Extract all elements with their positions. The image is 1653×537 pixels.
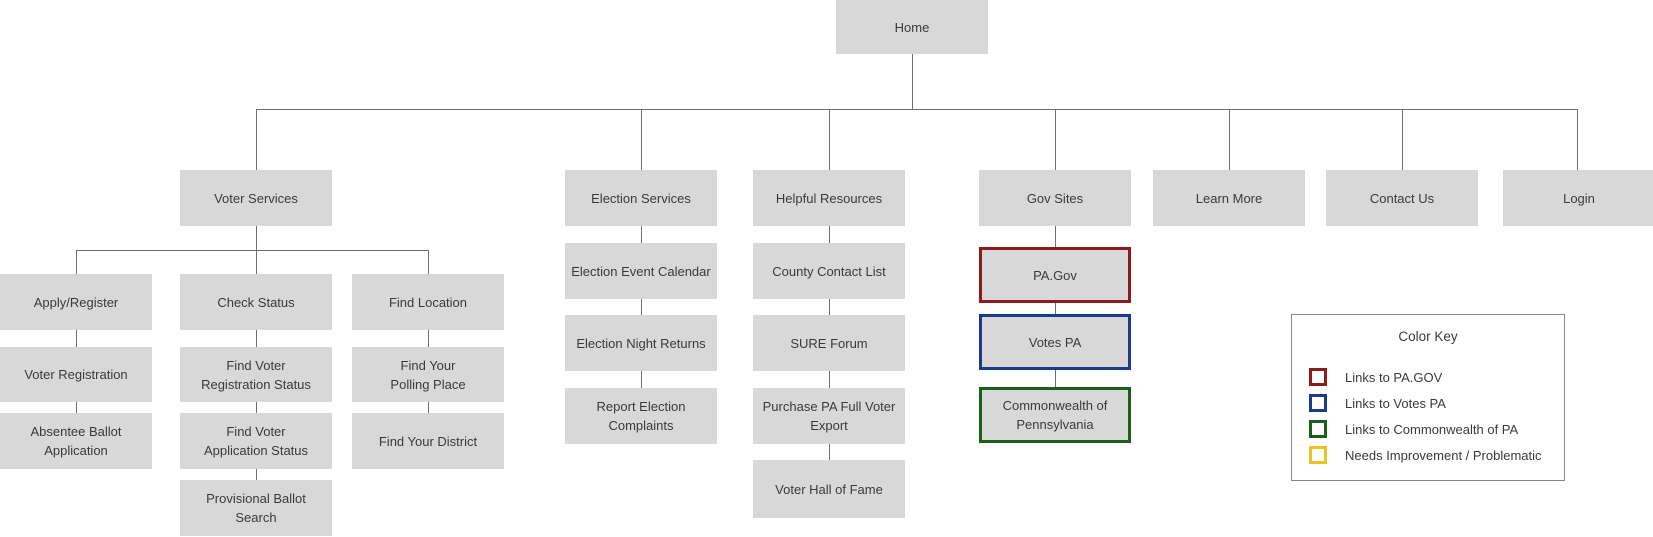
node-find-your-polling-place: Find Your Polling Place	[352, 347, 504, 402]
legend-items: Links to PA.GOV Links to Votes PA Links …	[1292, 368, 1564, 464]
node-absentee-ballot-application: Absentee Ballot Application	[0, 413, 152, 469]
node-find-voter-registration-status: Find Voter Registration Status	[180, 347, 332, 402]
legend-item-pa-gov: Links to PA.GOV	[1309, 368, 1564, 386]
node-label: PA.Gov	[1033, 267, 1077, 283]
node-label: Find Location	[388, 294, 468, 310]
legend-item-commonwealth: Links to Commonwealth of PA	[1309, 420, 1564, 438]
node-purchase-pa-full-voter-export: Purchase PA Full Voter Export	[753, 388, 905, 444]
node-find-voter-application-status: Find Voter Application Status	[180, 413, 332, 469]
legend-item-votes-pa: Links to Votes PA	[1309, 394, 1564, 412]
node-login: Login	[1503, 170, 1653, 226]
node-label: County Contact List	[772, 263, 886, 279]
node-apply-register: Apply/Register	[0, 274, 152, 330]
green-swatch-icon	[1309, 420, 1327, 438]
node-find-your-district: Find Your District	[352, 413, 504, 469]
node-contact-us: Contact Us	[1326, 170, 1478, 226]
node-label: Voter Registration	[24, 367, 128, 382]
node-label: Apply/Register	[33, 294, 119, 310]
node-report-election-complaints: Report Election Complaints	[565, 388, 717, 444]
node-learn-more: Learn More	[1153, 170, 1305, 226]
node-pa-gov: PA.Gov	[979, 247, 1131, 303]
node-find-location: Find Location	[352, 274, 504, 330]
node-label: Report Election Complaints	[596, 399, 686, 433]
node-gov-sites: Gov Sites	[979, 170, 1131, 226]
node-check-status: Check Status	[180, 274, 332, 330]
node-election-event-calendar: Election Event Calendar	[565, 243, 717, 299]
node-label: Votes PA	[1028, 334, 1082, 350]
legend-item-label: Links to Commonwealth of PA	[1345, 421, 1519, 437]
node-sure-forum: SURE Forum	[753, 315, 905, 371]
node-label: Election Night Returns	[576, 335, 706, 351]
node-label: Home	[894, 19, 930, 35]
node-helpful-resources: Helpful Resources	[753, 170, 905, 226]
node-label: Voter Hall of Fame	[775, 481, 883, 497]
legend-item-problematic: Needs Improvement / Problematic	[1309, 446, 1564, 464]
node-label: Absentee Ballot Application	[30, 424, 122, 458]
node-label: Provisional Ballot Search	[206, 491, 306, 525]
node-label: Contact Us	[1369, 190, 1435, 206]
node-label: Find Your Polling Place	[390, 357, 466, 392]
node-county-contact-list: County Contact List	[753, 243, 905, 299]
node-home: Home	[836, 0, 988, 54]
node-voter-registration: Voter Registration	[0, 347, 152, 402]
blue-swatch-icon	[1309, 394, 1327, 412]
node-voter-services: Voter Services	[180, 170, 332, 226]
node-label: Login	[1563, 190, 1595, 206]
node-label: Voter Services	[214, 190, 298, 206]
node-label: Commonwealth of Pennsylvania	[1002, 398, 1108, 432]
legend-item-label: Needs Improvement / Problematic	[1345, 447, 1542, 463]
node-election-services: Election Services	[565, 170, 717, 226]
legend-title: Color Key	[1398, 329, 1458, 344]
node-election-night-returns: Election Night Returns	[565, 315, 717, 371]
node-provisional-ballot-search: Provisional Ballot Search	[180, 480, 332, 536]
node-label: Election Event Calendar	[571, 263, 711, 279]
node-label: Find Voter Registration Status	[201, 357, 311, 392]
node-commonwealth-of-pennsylvania: Commonwealth of Pennsylvania	[979, 387, 1131, 443]
node-label: Election Services	[591, 190, 691, 206]
red-swatch-icon	[1309, 368, 1327, 386]
color-key-legend: Color Key Links to PA.GOV Links to Votes…	[1291, 314, 1565, 481]
node-label: Gov Sites	[1026, 190, 1084, 206]
node-votes-pa: Votes PA	[979, 314, 1131, 370]
legend-item-label: Links to PA.GOV	[1345, 369, 1443, 385]
node-voter-hall-of-fame: Voter Hall of Fame	[753, 460, 905, 518]
node-label: Learn More	[1195, 190, 1263, 206]
legend-item-label: Links to Votes PA	[1345, 395, 1446, 411]
node-label: Find Voter Application Status	[203, 424, 309, 458]
node-label: Check Status	[217, 294, 295, 310]
node-label: Purchase PA Full Voter Export	[762, 399, 896, 433]
yellow-swatch-icon	[1309, 446, 1327, 464]
node-label: Find Your District	[378, 433, 478, 449]
node-label: Helpful Resources	[775, 190, 883, 206]
node-label: SURE Forum	[790, 335, 868, 351]
